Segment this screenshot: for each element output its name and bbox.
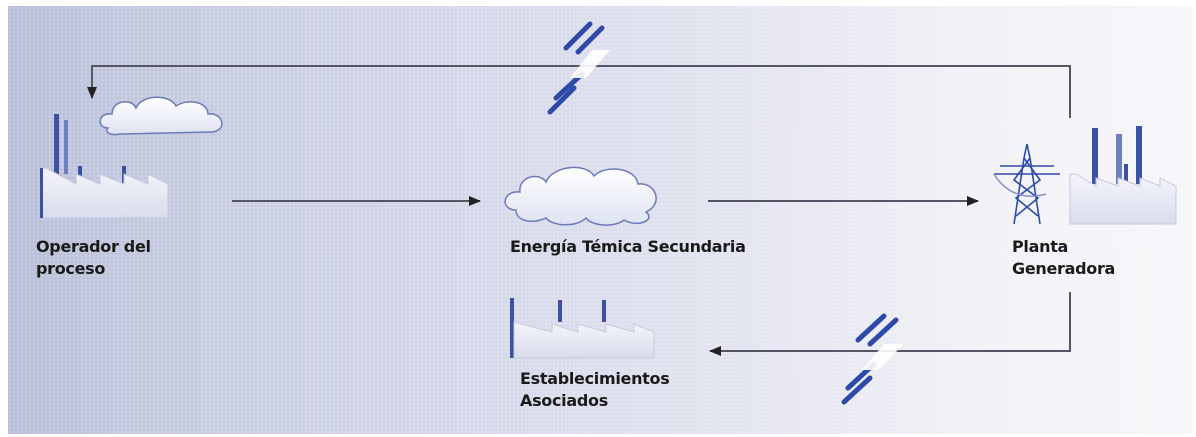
establishments-label-line1: Establecimientos bbox=[520, 369, 670, 388]
power-plant-icon bbox=[993, 126, 1177, 225]
cloud-icon bbox=[504, 166, 657, 226]
operator-label-line1: Operador del bbox=[36, 237, 151, 256]
operator-label-line2: proceso bbox=[36, 259, 106, 278]
plant-label: Planta Generadora bbox=[1012, 236, 1115, 280]
establishments-label-line2: Asociados bbox=[520, 391, 608, 410]
lightning-icon bbox=[547, 21, 610, 115]
operator-label: Operador del proceso bbox=[36, 236, 151, 280]
energy-label: Energía Témica Secundaria bbox=[510, 237, 746, 256]
lightning-icon bbox=[841, 313, 904, 405]
cloud-icon bbox=[99, 96, 223, 136]
plant-label-line2: Generadora bbox=[1012, 259, 1116, 278]
plant-label-line1: Planta bbox=[1012, 237, 1069, 256]
arrow-plant-to-establishments bbox=[709, 292, 1071, 356]
factory-icon bbox=[510, 298, 655, 359]
factory-icon bbox=[39, 114, 169, 219]
establishments-label: Establecimientos Asociados bbox=[520, 368, 670, 412]
